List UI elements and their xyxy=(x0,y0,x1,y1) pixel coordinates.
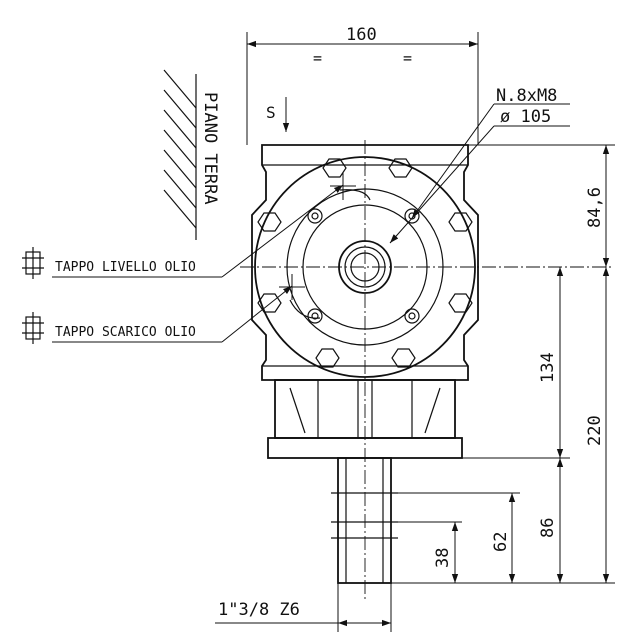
oil-plug-icon xyxy=(22,247,44,279)
output-shaft xyxy=(331,457,398,584)
flange-bolts xyxy=(257,158,473,368)
equal-mark-left: = xyxy=(313,49,322,67)
oil-drain-plug-callout: TAPPO SCARICO OLIO xyxy=(22,274,305,344)
center-lines xyxy=(240,140,612,600)
shaft-dimension xyxy=(215,583,392,632)
shaft-spline-label: 1"3/8 Z6 xyxy=(218,600,300,620)
oil-level-plug-callout: TAPPO LIVELLO OLIO xyxy=(22,172,356,279)
bolt-count-label: N.8xM8 xyxy=(496,86,557,106)
dimension-84-6-label: 84,6 xyxy=(585,187,605,228)
dimension-86-label: 86 xyxy=(538,518,558,538)
oil-level-plug-label: TAPPO LIVELLO OLIO xyxy=(55,260,196,275)
view-s-label: S xyxy=(266,103,276,122)
dimension-134-label: 134 xyxy=(538,352,558,383)
ground-hatching xyxy=(163,69,197,240)
dimension-160 xyxy=(246,32,479,145)
dimension-220-label: 220 xyxy=(585,415,605,446)
dimension-160-label: 160 xyxy=(346,25,377,45)
bolt-circle-label: ø 105 xyxy=(500,107,551,127)
dimension-lines-right xyxy=(391,144,615,584)
ground-label: PIANO TERRA xyxy=(200,92,220,205)
dimension-62-label: 62 xyxy=(491,532,511,552)
dimension-38-label: 38 xyxy=(433,548,453,568)
equal-mark-right: = xyxy=(403,49,412,67)
oil-plug-icon xyxy=(22,312,44,344)
inner-bolt-pattern xyxy=(307,208,420,324)
oil-drain-plug-label: TAPPO SCARICO OLIO xyxy=(55,325,196,340)
